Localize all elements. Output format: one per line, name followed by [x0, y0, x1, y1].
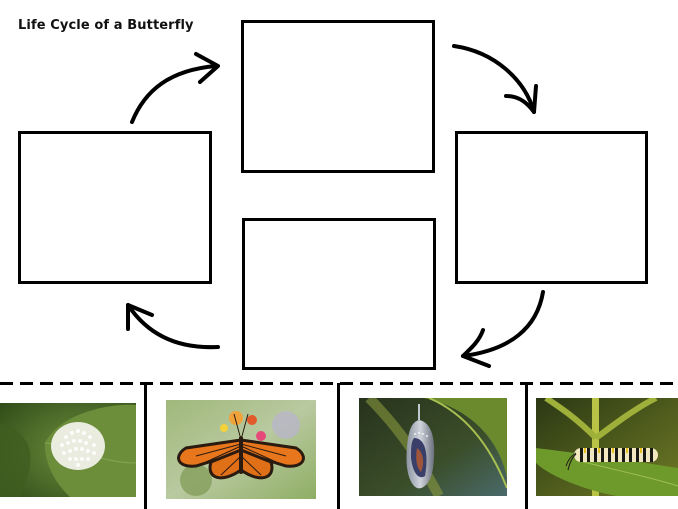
eggs-image-icon: [0, 403, 136, 497]
photo-eggs[interactable]: [0, 403, 136, 497]
butterfly-image-icon: [166, 400, 316, 499]
photo-butterfly[interactable]: [166, 400, 316, 499]
chrysalis-image-icon: [359, 398, 507, 496]
worksheet-title: Life Cycle of a Butterfly: [18, 18, 194, 33]
photo-caterpillar[interactable]: [536, 398, 678, 496]
card-divider-2: [337, 383, 340, 509]
arrow-top-to-right-icon: [452, 44, 538, 114]
arrow-bottom-to-left-icon: [126, 303, 220, 350]
photo-chrysalis[interactable]: [359, 398, 507, 496]
cycle-box-bottom[interactable]: [242, 218, 436, 370]
cycle-box-top[interactable]: [241, 20, 435, 173]
arrow-left-to-top-icon: [130, 52, 220, 124]
cycle-box-right[interactable]: [455, 131, 648, 284]
card-divider-1: [144, 383, 147, 509]
arrow-right-to-bottom-icon: [461, 290, 545, 368]
caterpillar-image-icon: [536, 398, 678, 496]
card-divider-3: [525, 383, 528, 509]
cycle-box-left[interactable]: [18, 131, 212, 284]
